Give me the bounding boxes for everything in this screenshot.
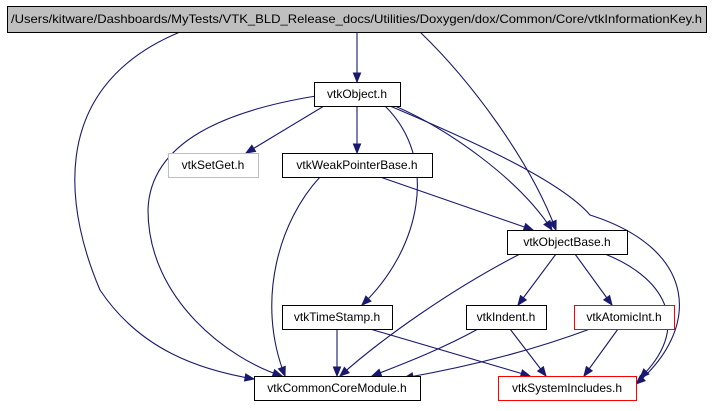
node-box xyxy=(574,305,675,330)
edge-vtkObject-to-vtkSetGet xyxy=(244,105,325,154)
arrowhead xyxy=(370,368,383,377)
arrowhead xyxy=(352,143,362,155)
edge-line xyxy=(379,176,534,231)
edge-line xyxy=(369,328,531,377)
edge-line xyxy=(509,328,547,377)
node-box xyxy=(498,376,637,401)
arrowhead xyxy=(243,373,256,382)
arrowhead xyxy=(519,369,532,378)
edge-vtkIndent-to-vtkCommonCoreModule xyxy=(370,328,479,377)
edge-vtkWeakPointerBase-to-vtkObjectBase xyxy=(379,176,535,231)
edge-root-to-vtkObject xyxy=(352,32,362,84)
node-vtkObject[interactable]: vtkObject.h xyxy=(314,82,401,107)
edge-vtkObject-to-vtkSystemIncludes xyxy=(389,105,680,385)
edge-root-to-vtkObjectBase xyxy=(419,31,557,232)
node-vtkSetGet[interactable]: vtkSetGet.h xyxy=(168,153,259,178)
edge-line xyxy=(517,253,557,306)
arrowhead xyxy=(517,294,528,307)
node-label: /Users/kitware/Dashboards/MyTests/VTK_BL… xyxy=(11,12,702,26)
node-box xyxy=(466,305,547,330)
arrowhead xyxy=(602,294,613,307)
node-label: vtkSystemIncludes.h xyxy=(512,381,622,395)
node-label: vtkWeakPointerBase.h xyxy=(296,158,417,172)
edge-vtkObject-to-vtkObjectBase xyxy=(394,105,553,232)
edge-line xyxy=(403,328,591,379)
node-box xyxy=(168,153,259,178)
edge-line xyxy=(574,253,613,306)
node-vtkAtomicInt[interactable]: vtkAtomicInt.h xyxy=(574,305,675,330)
node-root: /Users/kitware/Dashboards/MyTests/VTK_BL… xyxy=(7,6,707,33)
arrowhead xyxy=(639,368,650,379)
edge-line xyxy=(419,31,557,231)
arrowhead xyxy=(361,295,372,306)
node-label: vtkCommonCoreModule.h xyxy=(267,381,406,395)
arrowhead xyxy=(338,366,350,377)
edge-line xyxy=(371,328,479,377)
edge-vtkObjectBase-to-vtkAtomicInt xyxy=(574,253,613,307)
node-box xyxy=(282,305,393,330)
edge-line xyxy=(339,253,521,377)
node-vtkIndent[interactable]: vtkIndent.h xyxy=(466,305,547,330)
arrowhead xyxy=(543,219,553,232)
arrowhead xyxy=(583,365,594,378)
edge-vtkAtomicInt-to-vtkSystemIncludes xyxy=(583,328,619,378)
edge-vtkObject-to-vtkCommonCoreModule xyxy=(147,95,317,378)
node-box xyxy=(254,376,421,401)
node-box xyxy=(7,6,707,33)
arrowhead xyxy=(522,222,535,231)
nodes-layer: /Users/kitware/Dashboards/MyTests/VTK_BL… xyxy=(7,6,707,401)
node-vtkSystemIncludes[interactable]: vtkSystemIncludes.h xyxy=(498,376,637,401)
arrowhead xyxy=(634,374,646,385)
edge-line xyxy=(147,95,317,377)
arrowhead xyxy=(277,365,286,378)
node-box xyxy=(507,230,628,255)
arrowhead xyxy=(352,72,362,84)
node-box xyxy=(282,153,433,178)
edge-vtkObjectBase-to-vtkCommonCoreModule xyxy=(338,253,521,377)
node-vtkCommonCoreModule[interactable]: vtkCommonCoreModule.h xyxy=(254,376,421,401)
arrowhead xyxy=(332,366,342,378)
edge-line xyxy=(245,105,325,154)
edge-line xyxy=(389,105,680,385)
edge-line xyxy=(74,31,255,380)
edge-vtkTimeStamp-to-vtkCommonCoreModule xyxy=(332,329,342,378)
edge-root-to-vtkCommonCoreModule xyxy=(74,31,256,382)
arrowhead xyxy=(548,219,557,232)
node-box xyxy=(314,82,401,107)
node-label: vtkObject.h xyxy=(327,87,387,101)
edge-line xyxy=(583,328,619,377)
node-vtkObjectBase[interactable]: vtkObjectBase.h xyxy=(507,230,628,255)
edge-vtkWeakPointerBase-to-vtkCommonCoreModule xyxy=(271,176,321,378)
edge-vtkAtomicInt-to-vtkCommonCoreModule xyxy=(402,328,591,381)
node-vtkWeakPointerBase[interactable]: vtkWeakPointerBase.h xyxy=(282,153,433,178)
node-label: vtkObjectBase.h xyxy=(523,235,610,249)
edge-vtkTimeStamp-to-vtkSystemIncludes xyxy=(369,328,532,378)
node-label: vtkSetGet.h xyxy=(182,158,245,172)
edge-vtkIndent-to-vtkSystemIncludes xyxy=(509,328,547,378)
edge-vtkObject-to-vtkWeakPointerBase xyxy=(352,106,362,155)
edge-line xyxy=(271,176,321,377)
node-label: vtkTimeStamp.h xyxy=(294,310,380,324)
edge-vtkObject-to-vtkTimeStamp xyxy=(361,105,418,306)
node-label: vtkIndent.h xyxy=(477,310,536,324)
edge-vtkObjectBase-to-vtkIndent xyxy=(517,253,557,307)
edge-line xyxy=(394,105,553,231)
node-label: vtkAtomicInt.h xyxy=(586,310,661,324)
node-vtkTimeStamp[interactable]: vtkTimeStamp.h xyxy=(282,305,393,330)
arrowhead xyxy=(536,365,547,378)
arrowhead xyxy=(244,144,257,154)
edge-line xyxy=(361,105,418,306)
